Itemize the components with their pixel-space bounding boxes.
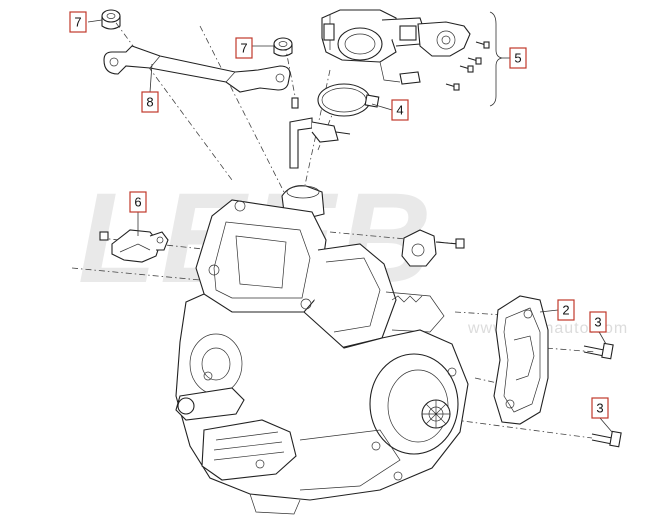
callout-5: 5 bbox=[509, 47, 527, 69]
part-clip-6 bbox=[99, 229, 169, 263]
part-hose-clamp-4 bbox=[317, 83, 380, 117]
callout-label: 8 bbox=[146, 95, 153, 110]
part-map-sensor bbox=[401, 229, 465, 267]
callout-label: 5 bbox=[514, 51, 521, 66]
part-sensor-bracket bbox=[289, 97, 351, 169]
callout-label: 4 bbox=[396, 103, 403, 118]
callout-label: 3 bbox=[596, 401, 603, 416]
callout-2: 2 bbox=[557, 299, 575, 321]
part-screws-5 bbox=[445, 41, 490, 91]
callout-3b: 3 bbox=[591, 397, 609, 419]
callout-3a: 3 bbox=[589, 311, 607, 333]
callout-4: 4 bbox=[391, 99, 409, 121]
callout-label: 6 bbox=[134, 195, 141, 210]
part-grommet-7b bbox=[273, 37, 293, 57]
callout-label: 7 bbox=[240, 41, 247, 56]
part-bolt-3a bbox=[583, 342, 614, 360]
engine-assembly bbox=[175, 185, 469, 515]
callout-7a: 7 bbox=[69, 11, 87, 33]
part-throttle-body-5 bbox=[321, 9, 471, 85]
callout-label: 3 bbox=[594, 315, 601, 330]
group-bracket-5 bbox=[489, 11, 503, 107]
part-grommet-7a bbox=[101, 9, 121, 30]
part-bolt-3b bbox=[591, 430, 622, 448]
callout-label: 2 bbox=[562, 303, 569, 318]
callout-6: 6 bbox=[129, 191, 147, 213]
part-side-cover-2 bbox=[493, 295, 549, 425]
part-bracket-8 bbox=[103, 45, 291, 93]
callout-label: 7 bbox=[74, 15, 81, 30]
callout-8: 8 bbox=[141, 91, 159, 113]
callout-7b: 7 bbox=[235, 37, 253, 59]
